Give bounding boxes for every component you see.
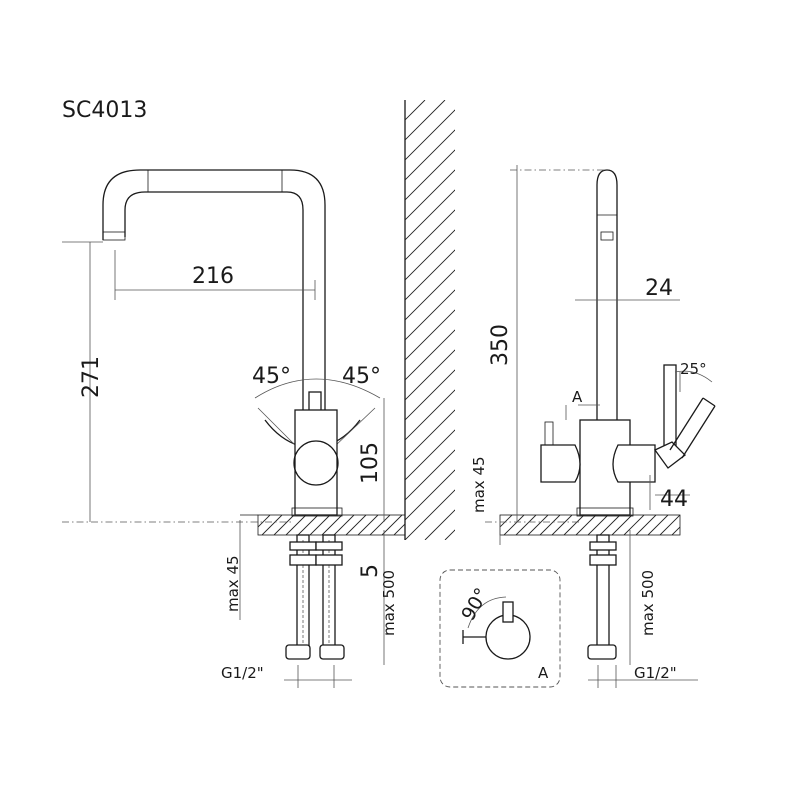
side-dimensions <box>485 165 698 688</box>
hatch-line <box>393 523 405 535</box>
hatch-line <box>258 515 259 516</box>
hatch-line <box>345 515 367 535</box>
hatch-line <box>575 515 597 535</box>
hatch-line <box>405 209 455 261</box>
spout <box>102 169 326 410</box>
hatch-line <box>261 515 283 535</box>
side-tap-body <box>540 419 656 517</box>
detail-a: 90° A <box>439 569 561 688</box>
dim-spout-height: 271 <box>79 356 104 398</box>
hatch-line <box>611 515 633 535</box>
dim-body-height: 105 <box>358 442 383 484</box>
hatch-line <box>297 515 319 535</box>
hatch-line <box>647 515 669 535</box>
dim-handle-offset: 44 <box>660 487 688 512</box>
tap-body <box>291 409 343 517</box>
hatch-line <box>369 515 391 535</box>
hatch-line <box>725 100 800 540</box>
hatch-line <box>599 515 621 535</box>
section-marker-a: A <box>572 388 583 406</box>
dim-handle-angle-right: 45° <box>342 364 381 389</box>
hatch-line <box>333 515 355 535</box>
hatch-line <box>406 515 426 535</box>
supply-hoses <box>285 534 345 660</box>
hatch-line <box>405 309 455 361</box>
hatch-line <box>659 515 680 535</box>
side-dim-max-500: max 500 <box>639 570 657 636</box>
hatch-line <box>745 100 800 540</box>
side-spout <box>596 169 618 420</box>
hatch-line <box>418 515 438 535</box>
hatch-line <box>500 515 501 516</box>
front-view: 216 271 45° 45° 105 5 max 45 max 500 G1/… <box>62 100 800 688</box>
front-dimensions <box>62 241 385 688</box>
hatch-line <box>563 515 585 535</box>
dim-max-500: max 500 <box>380 570 398 636</box>
hatch-line <box>551 515 573 535</box>
dim-gap: 5 <box>358 564 383 578</box>
hatch-line <box>705 100 800 540</box>
hatch-line <box>381 515 403 535</box>
hatch-line <box>405 289 455 341</box>
side-dim-thread: G1/2" <box>634 664 677 682</box>
dim-handle-angle-left: 45° <box>252 364 291 389</box>
dim-handle-tilt: 25° <box>680 360 707 378</box>
hatch-line <box>645 100 800 540</box>
hatch-line <box>405 449 455 501</box>
model-code: SC4013 <box>62 98 147 123</box>
hatch-line <box>684 515 704 535</box>
dim-overall-height: 350 <box>488 324 513 366</box>
hatch-line <box>665 100 800 540</box>
hatch-line <box>696 515 716 535</box>
side-dim-max-45: max 45 <box>470 456 488 513</box>
side-supply-hoses <box>587 534 617 660</box>
hatch-line <box>357 515 379 535</box>
hatch-line <box>405 369 455 421</box>
hatch-line <box>623 515 645 535</box>
side-countertop-slab <box>499 514 716 536</box>
dim-thread: G1/2" <box>221 664 264 682</box>
hatch-line <box>671 526 680 535</box>
hatch-line <box>405 109 455 161</box>
hatch-line <box>309 515 331 535</box>
hatch-line <box>405 169 455 221</box>
hatch-line <box>273 515 295 535</box>
dim-max-45: max 45 <box>224 555 242 612</box>
hatch-line <box>258 515 271 528</box>
hatch-line <box>405 149 455 201</box>
wall-section <box>404 100 800 540</box>
detail-label: A <box>538 664 549 682</box>
side-view: 350 24 25° A 44 max 45 max 500 G1/2" <box>470 165 716 688</box>
side-lever-handle <box>654 364 716 469</box>
hatch-line <box>405 429 455 481</box>
hatch-line <box>405 249 455 301</box>
hatch-line <box>321 515 343 535</box>
detail-angle: 90° <box>457 584 493 624</box>
hatch-line <box>503 515 525 535</box>
hatch-line <box>539 515 561 535</box>
hatch-line <box>635 515 657 535</box>
hatch-line <box>500 515 513 528</box>
dim-spout-reach: 216 <box>192 264 234 289</box>
hatch-line <box>765 100 800 540</box>
hatch-line <box>515 515 537 535</box>
hatch-line <box>587 515 609 535</box>
dim-spout-diameter: 24 <box>645 276 673 301</box>
countertop-slab <box>240 514 438 536</box>
hatch-line <box>785 100 800 540</box>
hatch-line <box>405 100 406 101</box>
hatch-line <box>685 100 800 540</box>
hatch-line <box>405 129 455 181</box>
hatch-line <box>285 515 307 535</box>
hatch-line <box>527 515 549 535</box>
